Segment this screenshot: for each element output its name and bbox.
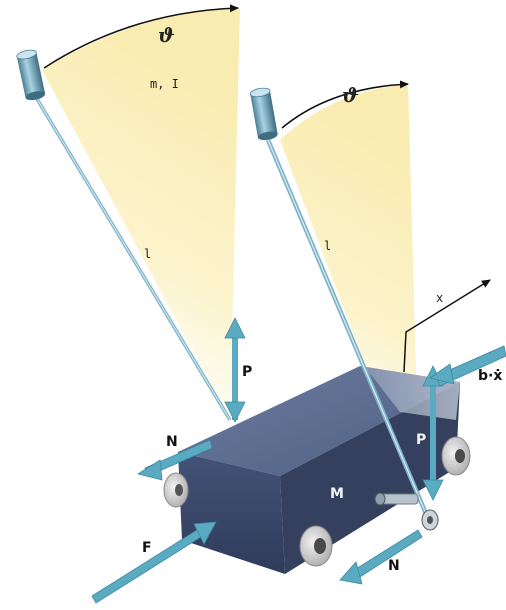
x-axis-label: x — [436, 291, 443, 305]
theta-label-1: ϑ — [158, 23, 175, 47]
length-label-2: l — [324, 239, 331, 253]
normal-label-2: N — [388, 558, 400, 574]
pendulum-bob-1 — [16, 49, 46, 101]
wheel-front-left — [163, 472, 189, 508]
damping-label: b·ẋ — [478, 368, 502, 384]
pendulum-bob-2 — [249, 87, 278, 141]
theta-arc-2 — [281, 80, 409, 129]
theta-arc-1 — [43, 4, 239, 69]
force-p-label-1: P — [242, 364, 252, 380]
mass-inertia-label: m, I — [150, 77, 179, 91]
input-force-label: F — [142, 540, 152, 556]
pivot-joint — [374, 492, 439, 531]
length-label-1: l — [144, 247, 151, 261]
damping-arrow — [429, 345, 506, 387]
wheel-back-right — [441, 436, 471, 476]
x-axis-arrow — [403, 279, 491, 373]
swing-wedge-1 — [42, 8, 240, 420]
cart-mass-label: M — [330, 486, 344, 502]
cart-front-face — [178, 452, 285, 574]
normal-left-arrow — [136, 439, 213, 481]
force-p-left-arrow — [224, 317, 246, 423]
input-force-arrow — [91, 521, 217, 604]
normal-right-arrow — [339, 529, 423, 585]
wheel-front-right — [299, 525, 333, 567]
cart-side-face — [280, 382, 460, 574]
theta-label-2: ϑ — [342, 83, 359, 107]
force-p-label-2: P — [416, 432, 426, 448]
normal-label-1: N — [166, 434, 178, 450]
